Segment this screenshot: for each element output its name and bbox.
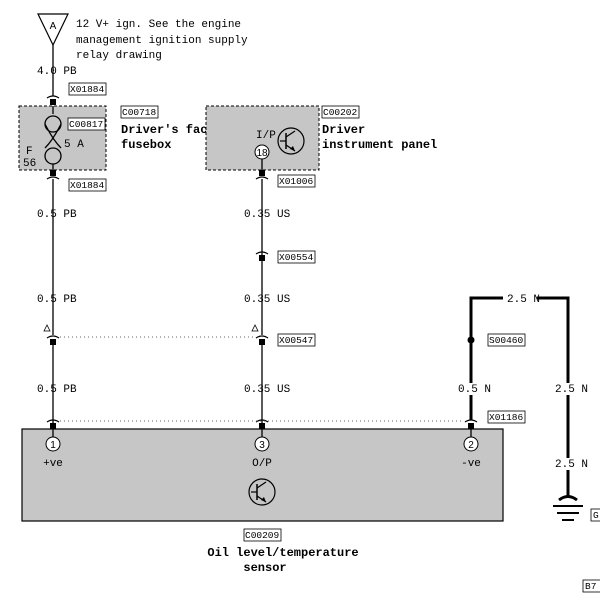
tag-box: [120, 105, 159, 119]
fusebox-name-line2: fusebox: [121, 138, 171, 152]
fuse-number: 56: [23, 158, 36, 170]
connector-x01006: X01006: [279, 176, 314, 187]
wire-label-05pb-2: 0.5 PB: [37, 294, 77, 306]
instrument-io-label: I/P: [256, 130, 276, 142]
transistor-icon: [248, 478, 276, 506]
tag-box: [68, 178, 107, 192]
tag-box: [487, 410, 526, 424]
connector-x01006-icon: [255, 170, 269, 180]
connector-x01186-icon: [46, 419, 478, 429]
sensor-pin-num: 2: [468, 440, 474, 451]
tag-box: [487, 333, 526, 347]
fuse-rating: 5 A: [64, 139, 84, 151]
instrument-name-line1: Driver: [322, 123, 365, 137]
tag-box: [582, 579, 600, 593]
sensor-pin-label: O/P: [252, 458, 272, 470]
instrument-name-line2: instrument panel: [322, 138, 437, 152]
sensor-pin-3: 3: [254, 429, 270, 452]
tag-box: [243, 528, 282, 542]
label-bg: [552, 383, 586, 395]
fuse-code: C00817: [69, 119, 103, 130]
instrument-code: C00202: [323, 107, 358, 118]
connector-x01186: X01186: [489, 412, 524, 423]
wire-label-05n: 0.5 N: [458, 384, 491, 396]
sensor-pin-1: 1: [45, 429, 61, 452]
connector-x00547-middle-icon: [251, 324, 269, 345]
tag-box: [321, 105, 360, 119]
wire-label-05pb-3: 0.5 PB: [37, 384, 77, 396]
sensor-name-line1: Oil level/temperature: [207, 546, 358, 560]
supply-note-line2: management ignition supply: [76, 35, 248, 47]
sensor-name-line2: sensor: [243, 561, 286, 575]
connector-x00554: X00554: [279, 252, 314, 263]
supply-note-line3: relay drawing: [76, 50, 162, 62]
tag-box: [67, 117, 106, 131]
instrument-pin: 18: [256, 148, 268, 159]
wire-label-05pb-1: 0.5 PB: [37, 209, 77, 221]
sensor-pin-label: -ve: [461, 458, 481, 470]
connector-x00547: X00547: [279, 335, 313, 346]
connector-x01884-bottom: X01884: [70, 180, 105, 191]
label-bg: [552, 458, 586, 470]
tag-box: [277, 250, 316, 264]
sensor-pin-label: +ve: [43, 458, 63, 470]
label-bg: [455, 383, 487, 395]
supply-letter: A: [50, 21, 57, 32]
sensor-pin-num: 3: [259, 440, 265, 451]
tag-box: [277, 174, 316, 188]
connector-x01884-bottom-icon: [46, 170, 60, 180]
fusebox-name-line1: Driver's facia: [121, 123, 222, 137]
wire-label-035us-2: 0.35 US: [244, 294, 291, 306]
transistor-icon: [277, 127, 305, 155]
wire-label-4pb: 4.0 PB: [37, 66, 77, 78]
page-ref: B7: [585, 581, 596, 592]
label-bg: [503, 292, 537, 304]
connector-x00554-icon: [255, 251, 269, 261]
ground-tag: G: [593, 510, 599, 521]
wire-label-035us-3: 0.35 US: [244, 384, 291, 396]
fuse-letter: F: [26, 146, 33, 158]
wire-label-25n-mid: 2.5 N: [555, 384, 588, 396]
fusebox-code: C00718: [122, 107, 157, 118]
tag-box: [590, 508, 600, 522]
ground-icon: [553, 495, 583, 521]
fusebox-module: [18, 105, 107, 171]
connector-x01884-top: X01884: [70, 84, 105, 95]
splice-s00460-icon: [467, 336, 475, 344]
tag-box: [68, 82, 107, 96]
connector-x00547-left-icon: [43, 324, 60, 345]
wire-label-25n-bottom: 2.5 N: [555, 459, 588, 471]
sensor-pin-2: 2: [463, 429, 479, 452]
supply-triangle-icon: A: [37, 13, 69, 47]
wire-label-035us-1: 0.35 US: [244, 209, 291, 221]
wire-label-25n-top: 2.5 N: [507, 294, 540, 306]
fuse-icon: [44, 106, 62, 170]
connector-x01884-top-icon: [46, 95, 60, 105]
supply-note-line1: 12 V+ ign. See the engine: [76, 19, 241, 31]
sensor-pin-num: 1: [50, 440, 56, 451]
sensor-code: C00209: [245, 530, 280, 541]
tag-box: [277, 333, 316, 347]
splice-s00460: S00460: [489, 335, 524, 346]
